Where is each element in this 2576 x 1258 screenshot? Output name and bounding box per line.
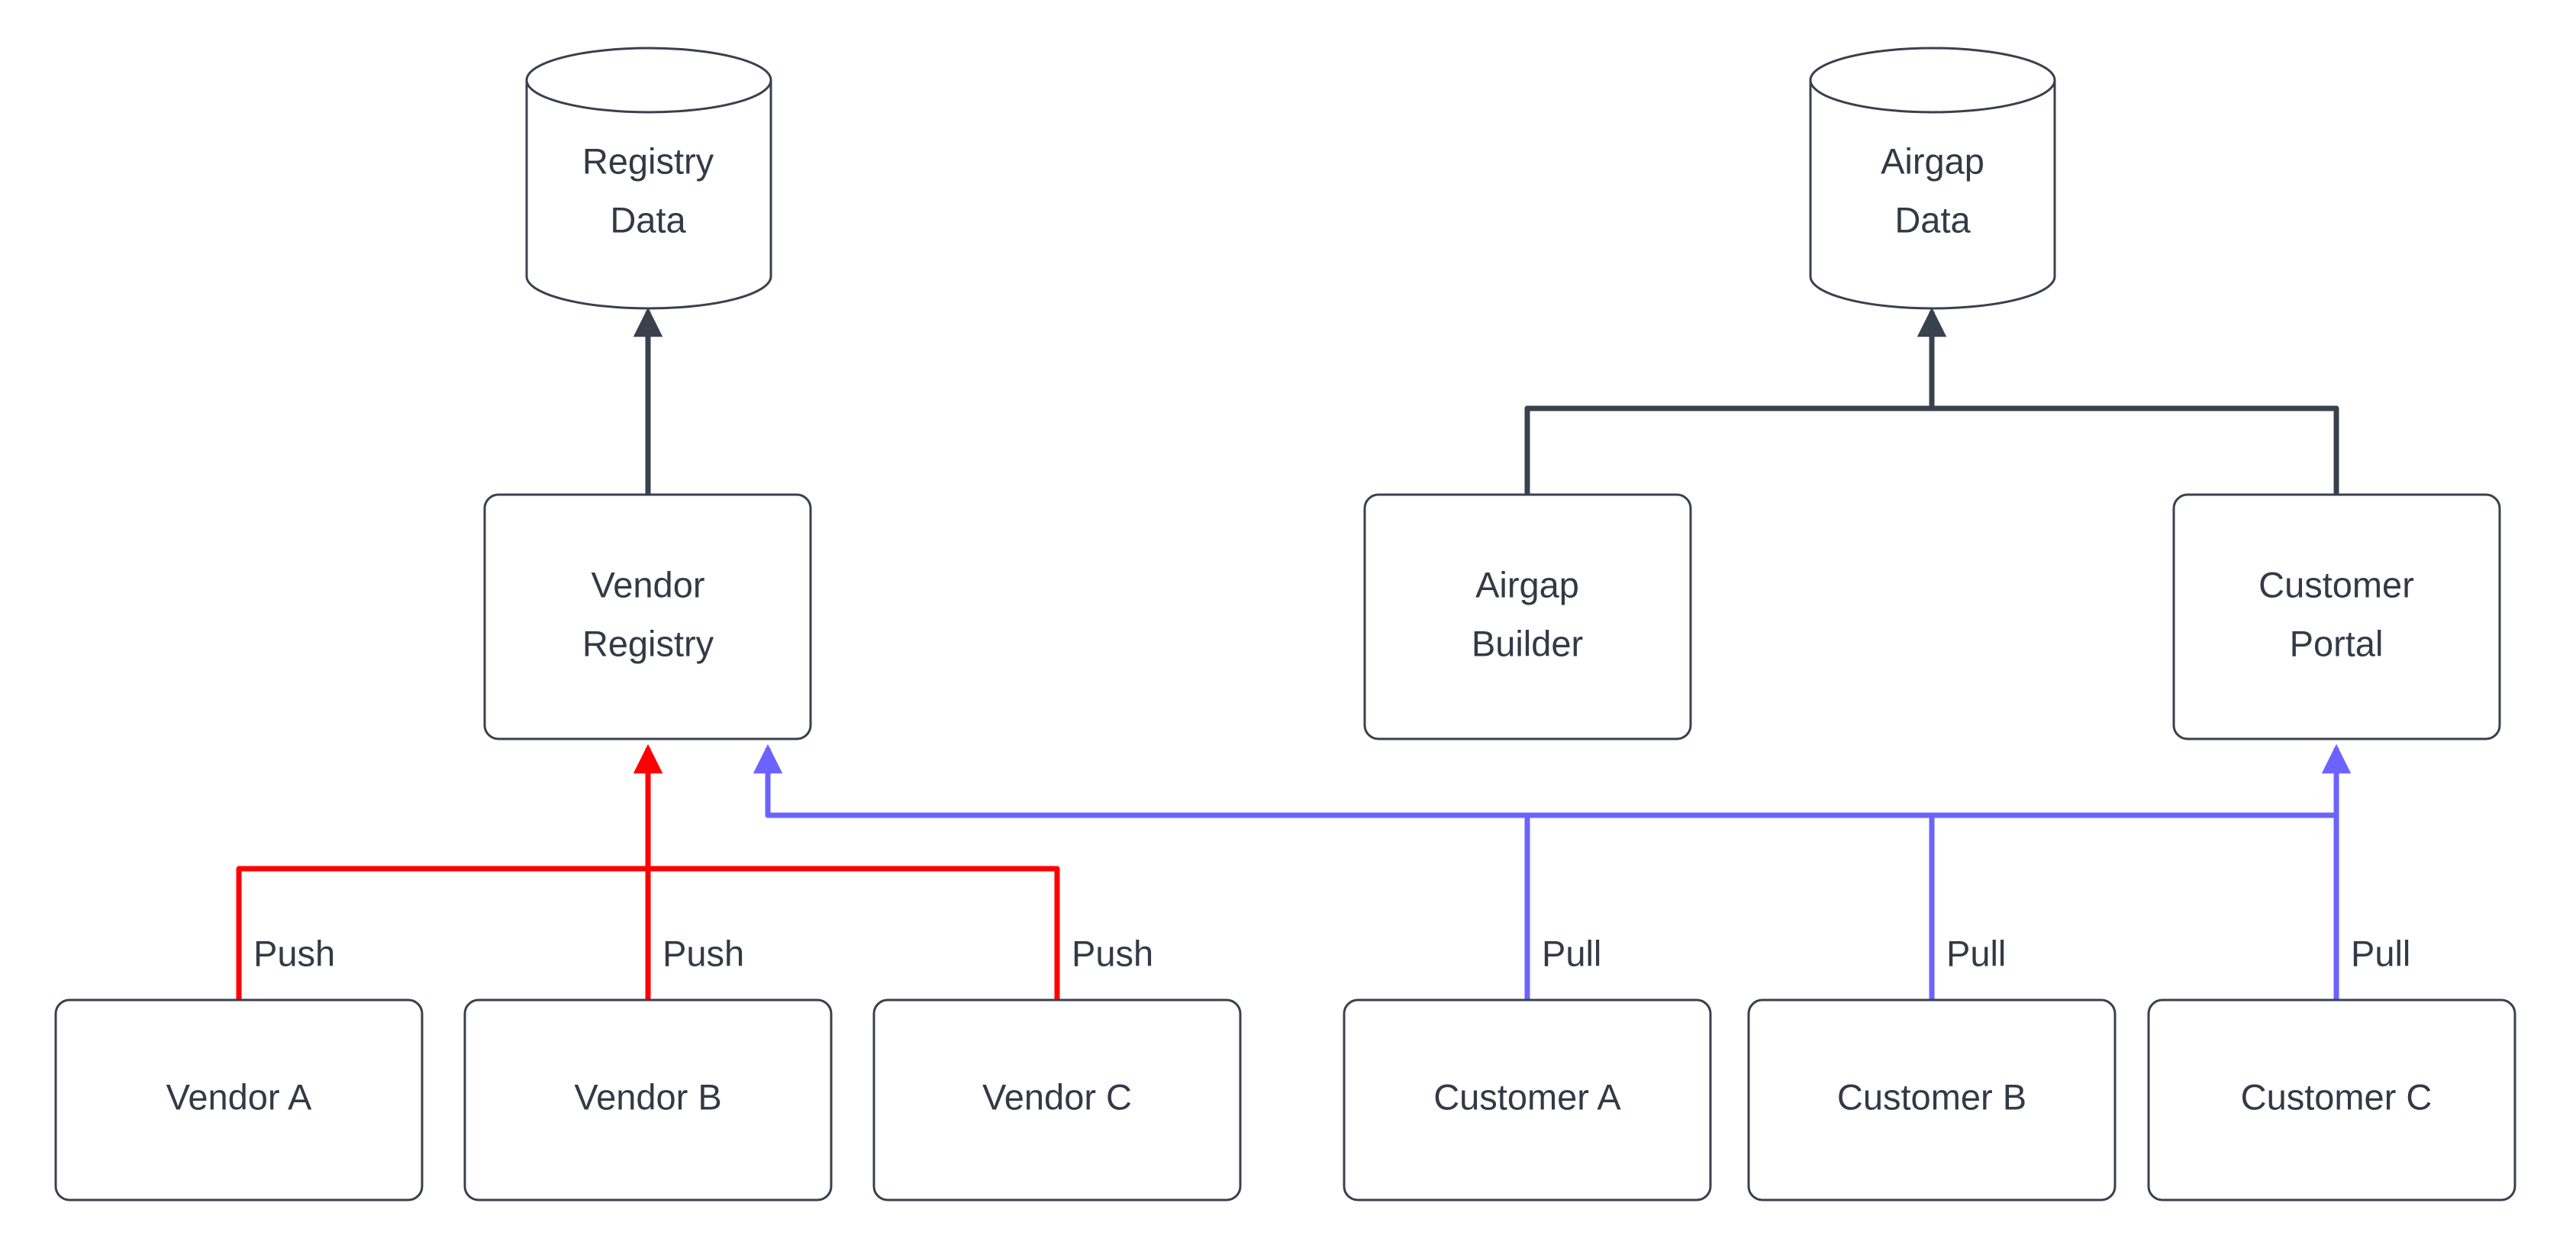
airgap-builder-label-line2: Builder bbox=[1472, 623, 1583, 663]
airgap-builder-label-line1: Airgap bbox=[1475, 564, 1579, 605]
vendor-b-box-shape bbox=[463, 998, 833, 1202]
customer-b-label: Customer B bbox=[1837, 1076, 2026, 1117]
edge-push-vendor-a bbox=[236, 866, 648, 1000]
edge-label-push-vendor-c: Push bbox=[1072, 933, 1153, 973]
airgap-data-cylinder-shape bbox=[1809, 47, 2056, 310]
service-airgap-builder[interactable]: Airgap Builder bbox=[1363, 493, 1692, 740]
customer-portal-label-line1: Customer bbox=[2258, 564, 2414, 605]
datastore-airgap-data[interactable]: Airgap Data bbox=[1809, 47, 2056, 310]
vendor-a-label: Vendor A bbox=[166, 1076, 312, 1117]
customer-c-box-shape bbox=[2147, 998, 2516, 1202]
actor-vendor-c[interactable]: Vendor C bbox=[872, 998, 1242, 1202]
actor-vendor-b[interactable]: Vendor B bbox=[463, 998, 833, 1202]
edge-label-push-vendor-b: Push bbox=[663, 933, 744, 973]
customer-c-label: Customer C bbox=[2241, 1076, 2433, 1117]
actor-customer-b[interactable]: Customer B bbox=[1747, 998, 2117, 1202]
vendor-b-label: Vendor B bbox=[574, 1076, 721, 1117]
actor-customer-c[interactable]: Customer C bbox=[2147, 998, 2516, 1202]
airgap-data-label-line2: Data bbox=[1894, 199, 1971, 240]
edge-label-push-vendor-a: Push bbox=[253, 933, 335, 973]
service-vendor-registry[interactable]: Vendor Registry bbox=[483, 493, 812, 740]
vendor-c-box-shape bbox=[872, 998, 1242, 1202]
edge-airgap-builder-to-airgap-data bbox=[1524, 405, 1932, 495]
airgap-data-label-line1: Airgap bbox=[1881, 140, 1984, 181]
edge-push-vendor-c bbox=[648, 866, 1060, 1000]
edge-label-pull-customer-c: Pull bbox=[2351, 933, 2410, 973]
vendor-registry-box-shape bbox=[483, 493, 812, 740]
vendor-c-label: Vendor C bbox=[982, 1076, 1132, 1117]
actor-customer-a[interactable]: Customer A bbox=[1343, 998, 1712, 1202]
vendor-a-box-shape bbox=[54, 998, 424, 1202]
customer-portal-label-line2: Portal bbox=[2290, 623, 2384, 663]
service-customer-portal[interactable]: Customer Portal bbox=[2172, 493, 2501, 740]
registry-data-cylinder-shape bbox=[525, 47, 772, 310]
registry-data-label-line2: Data bbox=[610, 199, 686, 240]
customer-portal-box-shape bbox=[2172, 493, 2501, 740]
edge-customer-portal-to-airgap-data bbox=[1932, 405, 2339, 495]
customer-a-label: Customer A bbox=[1433, 1076, 1621, 1117]
airgap-builder-box-shape bbox=[1363, 493, 1692, 740]
registry-data-label-line1: Registry bbox=[582, 140, 714, 181]
edge-pull-customer-b bbox=[768, 812, 1935, 1000]
vendor-registry-label-line2: Registry bbox=[582, 623, 714, 663]
vendor-registry-label-line1: Vendor bbox=[592, 564, 705, 605]
customer-a-box-shape bbox=[1343, 998, 1712, 1202]
actor-vendor-a[interactable]: Vendor A bbox=[54, 998, 424, 1202]
edge-label-pull-customer-a: Pull bbox=[1542, 933, 1601, 973]
customer-b-box-shape bbox=[1747, 998, 2117, 1202]
edge-label-pull-customer-b: Pull bbox=[1946, 933, 2006, 973]
datastore-registry-data[interactable]: Registry Data bbox=[525, 47, 772, 310]
